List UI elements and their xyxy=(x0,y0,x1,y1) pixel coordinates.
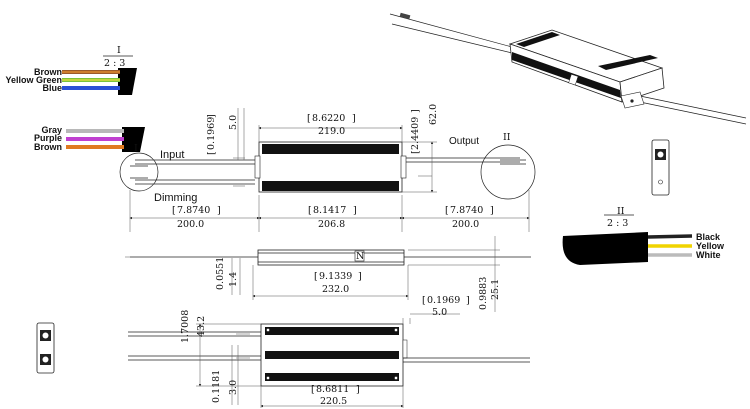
dim-side-h-in: 0.0551 xyxy=(215,257,226,290)
svg-text:[: [ xyxy=(314,271,318,282)
dim-pin-mm: 3.0 xyxy=(228,380,239,395)
connector-plate-left xyxy=(36,322,55,374)
dim-width-in: 1.7008 xyxy=(180,310,191,343)
wire-detail-dimming: Gray Purple Brown xyxy=(34,125,145,152)
svg-text:[: [ xyxy=(311,384,315,395)
dim-height-mm: 62.0 xyxy=(428,104,439,125)
dim-side-h-mm: 1.4 xyxy=(228,272,239,287)
wire-detail-input: I 2 : 3 Brown Yellow Green Blue xyxy=(5,45,137,95)
svg-text:]: ] xyxy=(466,295,470,306)
dim-body-length-in: 8.6220 xyxy=(312,113,345,124)
bottom-view: 1.7008 43.2 0.1181 3.0 [ 0.1969 ] 5.0 [ … xyxy=(128,295,530,408)
svg-text:[: [ xyxy=(307,113,311,124)
dim-lead-out-in: 7.8740 xyxy=(450,205,483,216)
wire-gray-label: Gray xyxy=(41,125,62,135)
dim-side-tot-mm: 25.1 xyxy=(490,279,501,300)
wire-yellow-label: Yellow xyxy=(696,241,725,251)
dim-bottom-length-in: 8.6811 xyxy=(316,384,349,395)
dim-lead-out-mm: 200.0 xyxy=(452,219,479,230)
top-view: I II Input Dimming Output 8.6220 219.0 [… xyxy=(119,104,536,232)
dim-body-length-mm: 219.0 xyxy=(318,126,345,137)
wire-brown-label: Brown xyxy=(34,67,62,77)
svg-text:[: [ xyxy=(172,205,176,216)
wire-blue-label: Blue xyxy=(42,83,62,93)
ratio-label-ii: 2 : 3 xyxy=(607,218,628,229)
svg-text:]: ] xyxy=(356,384,360,395)
detail-ii-label: II xyxy=(503,132,511,143)
svg-text:]: ] xyxy=(410,109,421,113)
dim-mount-in: 8.1417 xyxy=(313,205,346,216)
wire-white-label: White xyxy=(696,250,721,260)
dim-side-length-in: 9.1339 xyxy=(319,271,352,282)
dim-pin-in: 0.1181 xyxy=(211,370,222,403)
dim-height-in: 2.4409 xyxy=(410,117,421,150)
svg-text:]: ] xyxy=(217,205,221,216)
detail-i-label: I xyxy=(134,143,138,154)
dim-lead-in: 7.8740 xyxy=(177,205,210,216)
ratio-label: 2 : 3 xyxy=(104,58,125,69)
wire-black-label: Black xyxy=(696,232,721,242)
svg-text:[: [ xyxy=(206,151,217,155)
dim-flange2-in: 0.1969 xyxy=(427,295,460,306)
svg-text:]: ] xyxy=(352,113,356,124)
section-label-ii: II xyxy=(617,206,625,217)
dim-bottom-length-mm: 220.5 xyxy=(320,396,347,407)
connector-plate-right xyxy=(651,139,670,196)
wire-detail-output: II 2 : 3 Black Yellow White xyxy=(562,206,725,265)
svg-text:]: ] xyxy=(353,205,357,216)
svg-text:[: [ xyxy=(422,295,426,306)
wire-purple-label: Purple xyxy=(34,133,62,143)
svg-text:[: [ xyxy=(308,205,312,216)
svg-text:]: ] xyxy=(490,205,494,216)
wire-yellow-green-label: Yellow Green xyxy=(5,75,62,85)
isometric-view xyxy=(389,12,747,125)
svg-text:[: [ xyxy=(410,150,421,154)
section-label-i: I xyxy=(117,45,121,56)
dim-width-mm: 43.2 xyxy=(196,316,207,337)
wire-brown2-label: Brown xyxy=(34,142,62,152)
svg-text:[: [ xyxy=(445,205,449,216)
svg-text:]: ] xyxy=(206,114,217,118)
output-label: Output xyxy=(449,136,479,147)
dim-flange-mm: 5.0 xyxy=(228,115,239,130)
input-label: Input xyxy=(160,149,184,161)
dim-mount-mm: 206.8 xyxy=(318,219,345,230)
side-view: N [ 9.1339 ] 232.0 0.0551 1.4 0.9883 25.… xyxy=(125,236,531,312)
svg-text:]: ] xyxy=(358,271,362,282)
dim-flange-in: 0.1969 xyxy=(206,117,217,150)
dim-lead-mm: 200.0 xyxy=(177,219,204,230)
dim-side-length-mm: 232.0 xyxy=(322,284,349,295)
dimming-label: Dimming xyxy=(154,192,197,204)
badge-n: N xyxy=(356,251,364,262)
dim-flange2-mm: 5.0 xyxy=(432,307,447,318)
dim-side-tot-in: 0.9883 xyxy=(478,277,489,310)
